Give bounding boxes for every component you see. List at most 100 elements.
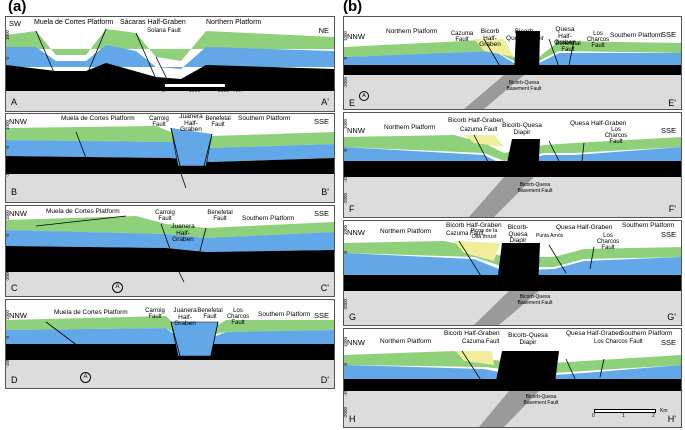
label-quesa-half-graben: Quesa Half-Graben [556,224,613,231]
blue-layer [6,230,334,252]
depth-tick: 0 [343,363,348,366]
label-juanera-half-graben: Juanera Half-Graben [173,307,197,327]
depth-tick: -1000 [343,77,348,89]
cross-section-h: NNW SSE Northern Platform Bicorb Half-Gr… [343,328,682,428]
section-g-drawing [344,240,681,325]
black-layer [344,65,681,75]
scale-tick: 1000 [189,88,201,94]
section-start-label: H [349,414,356,424]
label-southern-platform: Southern Platform [238,115,291,122]
well-marker: A [359,91,369,101]
black-layer [6,344,334,360]
fault-lines [45,321,219,361]
green-layer [6,126,334,148]
green-layer [344,135,681,161]
section-end-label: B' [321,187,329,197]
depth-tick: 0 [5,146,10,149]
depth-tick: -2000 [343,407,348,419]
scale-bar [164,83,226,88]
dir-right: SSE [313,311,329,320]
label-bicorb-quesa-diapir: Bicorb-Quesa Diapir [502,122,542,136]
label-southern-platform: Southern Platform [242,215,295,222]
section-end-label: F' [668,204,676,214]
juanera-graben-fill [170,127,213,167]
dir-right: NE [318,26,329,35]
label-cazuma-fault: Cazuma Fault [460,127,498,133]
label-bicorb-half-graben: Bicorb Half-Graben [479,28,501,48]
label-bicorb-half-graben: Bicorb Half-Graben [444,330,500,337]
basement-band [6,91,334,111]
label-bicorb-quesa-diapir: Bicorb-Quesa Diapir [508,332,548,346]
dir-right: SSE [313,117,329,126]
depth-tick: 0 [343,57,348,60]
depth-tick: 1000 [343,225,348,236]
blue-layer [6,140,334,162]
dir-right: SSE [313,209,329,218]
blue-layer [344,365,681,379]
label-northern-platform: Northern Platform [380,338,432,345]
section-end-label: G' [667,312,676,322]
section-end-label: E' [668,98,676,108]
label-southern-platform: Southern Platform [620,330,673,337]
black-layer [6,63,334,91]
dir-left: NNW [347,228,365,237]
label-basement-fault: Bicorb-Quesa Basement Fault [506,80,542,92]
depth-tick: 1000 [343,337,348,348]
label-northern-platform: Northern Platform [206,19,262,26]
depth-tick: -1000 [5,252,10,264]
label-southern-platform: Southern Platform [622,222,675,229]
cross-section-d: NNW SSE Muela de Cortes Platform Carroig… [5,299,335,389]
label-basement-fault: Bicorb-Quesa Basement Fault [517,294,553,306]
label-los-charcos-fault: Los Charcos Fault [586,31,610,49]
label-muela-platform: Muela de Cortes Platform [54,309,128,316]
scale-tick: 2000 [218,88,230,94]
green-layer [6,29,334,61]
label-quesa-half-graben: Quesa Half-Graben [554,26,576,46]
fault-lines [35,28,172,88]
fault-lines [75,127,213,189]
green-layer [344,241,681,267]
blue-layer [6,45,334,69]
dir-left: NNW [9,311,27,320]
depth-tick: -1000 [343,385,348,397]
label-quesa-half-graben: Quesa Half-Graben [566,330,623,337]
black-layer [6,246,334,272]
panel-letter-a: (a) [8,0,27,15]
blue-layer [344,253,681,275]
fault-lines [473,134,585,174]
fault-lines [458,240,595,282]
label-carroig-fault: Carroig Fault [145,308,165,320]
label-benefetal-fault: Benefetal Fault [555,41,581,53]
section-end-label: H' [667,414,676,424]
depth-tick: -1000 [343,171,348,183]
dir-right: SSE [660,230,676,239]
label-northern-platform: Northern Platform [384,124,436,131]
label-basement-fault: Bicorb-Quesa Basement Fault [523,394,559,406]
depth-tick: 1000 [5,120,10,131]
dir-left: SW [9,19,22,28]
label-bicorb-quesa-diapir: Bicorb-Quesa Diapir [507,224,529,244]
label-northern-platform: Northern Platform [386,28,438,35]
basement-band [6,174,334,202]
label-basement-fault: Bicorb-Quesa Basement Fault [517,182,553,194]
depth-tick: 1000 [343,119,348,130]
depth-tick: 0 [5,234,10,237]
cross-section-f: NNW SSE Northern Platform Bicorb Half-Gr… [343,112,682,218]
green-layer [6,216,334,238]
label-muela-platform: Muela de Cortes Platform [61,115,135,122]
depth-tick: -1000 [5,75,10,87]
section-b-drawing [6,126,334,202]
scale-tick: 0 [162,88,165,94]
label-carroig-fault: Carroig Fault [155,210,175,222]
section-d-drawing [6,316,334,388]
cross-section-g: NNW SSE Northern Platform Bicorb Half-Gr… [343,220,682,326]
label-benefetal-fault: Benefetal Fault [197,308,223,320]
dir-left: NNW [9,209,27,218]
panel-letter-b: (b) [343,0,363,15]
blue-layer [344,147,681,165]
label-los-charcos-fault: Los Charcos Fault [604,127,628,145]
section-end-label: D' [320,375,329,385]
scale-tick: 0 [592,413,595,419]
diapir [494,351,559,391]
label-los-charcos-fault: Los Charcos Fault [594,339,643,345]
